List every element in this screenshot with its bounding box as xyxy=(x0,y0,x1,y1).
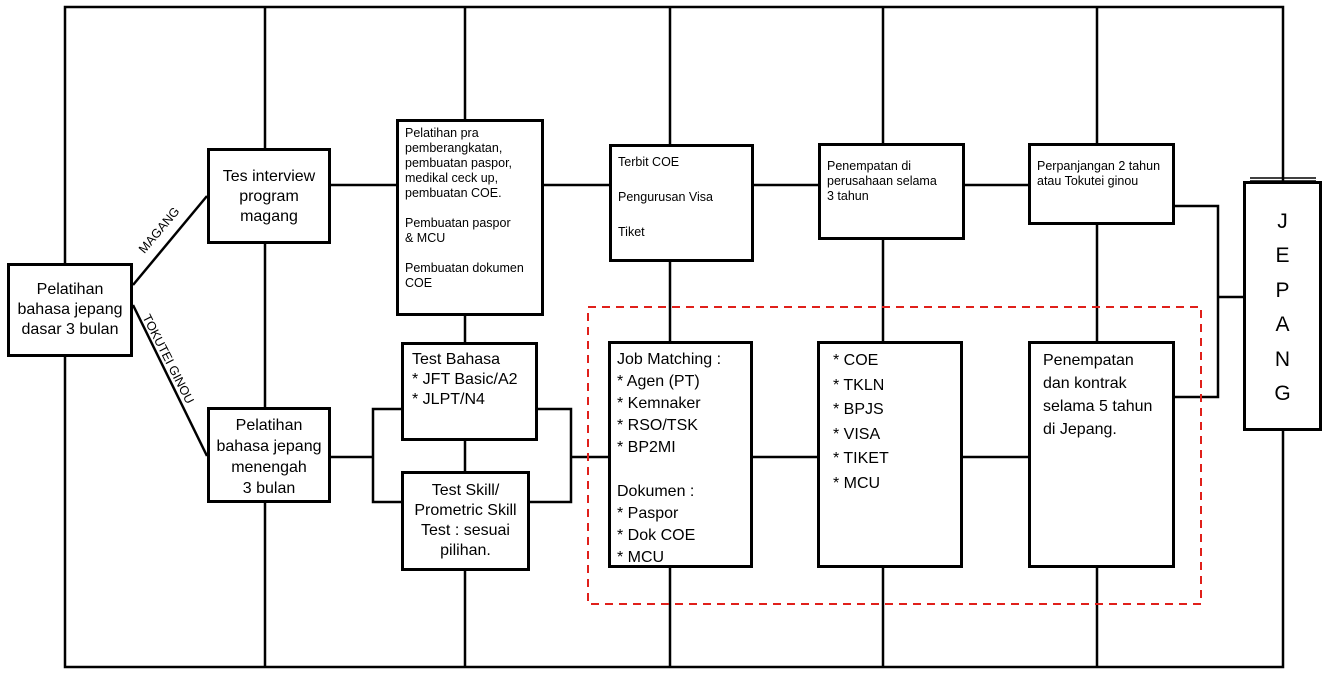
box-extension-text: Perpanjangan 2 tahun atau Tokutei ginou xyxy=(1037,159,1161,188)
box-documents-text: * COE * TKLN * BPJS * VISA * TIKET * MCU xyxy=(833,352,889,492)
box-intermediate-training-text: Pelatihan bahasa jepang menengah 3 bulan xyxy=(216,417,322,497)
box-coe-visa-text: Terbit COE Pengurusan Visa Tiket xyxy=(618,155,713,239)
box-placement-5y: Penempatan dan kontrak selama 5 tahun di… xyxy=(1028,341,1175,568)
box-start-training-text: Pelatihan bahasa jepang dasar 3 bulan xyxy=(17,281,123,338)
box-job-matching-text: Job Matching : * Agen (PT) * Kemnaker * … xyxy=(617,351,722,566)
box-placement-3y-text: Penempatan di perusahaan selama 3 tahun xyxy=(827,159,937,203)
box-interview: Tes interview program magang xyxy=(207,148,331,244)
box-extension: Perpanjangan 2 tahun atau Tokutei ginou xyxy=(1028,143,1175,225)
destination-letter: N xyxy=(1274,347,1291,371)
box-documents: * COE * TKLN * BPJS * VISA * TIKET * MCU xyxy=(817,341,963,568)
box-skill-test-text: Test Skill/ Prometric Skill Test : sesua… xyxy=(414,482,517,559)
box-coe-visa: Terbit COE Pengurusan Visa Tiket xyxy=(609,144,754,262)
box-pre-departure: Pelatihan pra pemberangkatan, pembuatan … xyxy=(396,119,544,316)
box-skill-test: Test Skill/ Prometric Skill Test : sesua… xyxy=(401,471,530,571)
box-start-training: Pelatihan bahasa jepang dasar 3 bulan xyxy=(7,263,133,357)
box-job-matching: Job Matching : * Agen (PT) * Kemnaker * … xyxy=(608,341,753,568)
box-intermediate-training: Pelatihan bahasa jepang menengah 3 bulan xyxy=(207,407,331,503)
box-destination-japan: J E P A N G xyxy=(1243,181,1322,431)
destination-letter: G xyxy=(1274,381,1291,405)
box-language-test-text: Test Bahasa * JFT Basic/A2 * JLPT/N4 xyxy=(412,351,518,408)
highlight-dashed-region xyxy=(587,306,1202,605)
destination-letter: P xyxy=(1275,278,1290,302)
destination-letter: E xyxy=(1275,244,1290,268)
box-language-test: Test Bahasa * JFT Basic/A2 * JLPT/N4 xyxy=(401,342,538,441)
box-pre-departure-text: Pelatihan pra pemberangkatan, pembuatan … xyxy=(405,126,524,290)
destination-letter: J xyxy=(1277,210,1288,233)
box-placement-3y: Penempatan di perusahaan selama 3 tahun xyxy=(818,143,965,240)
destination-letters: J E P A N G xyxy=(1246,208,1319,408)
box-placement-5y-text: Penempatan dan kontrak selama 5 tahun di… xyxy=(1043,352,1153,438)
box-interview-text: Tes interview program magang xyxy=(222,168,316,225)
destination-letter: A xyxy=(1275,313,1290,337)
